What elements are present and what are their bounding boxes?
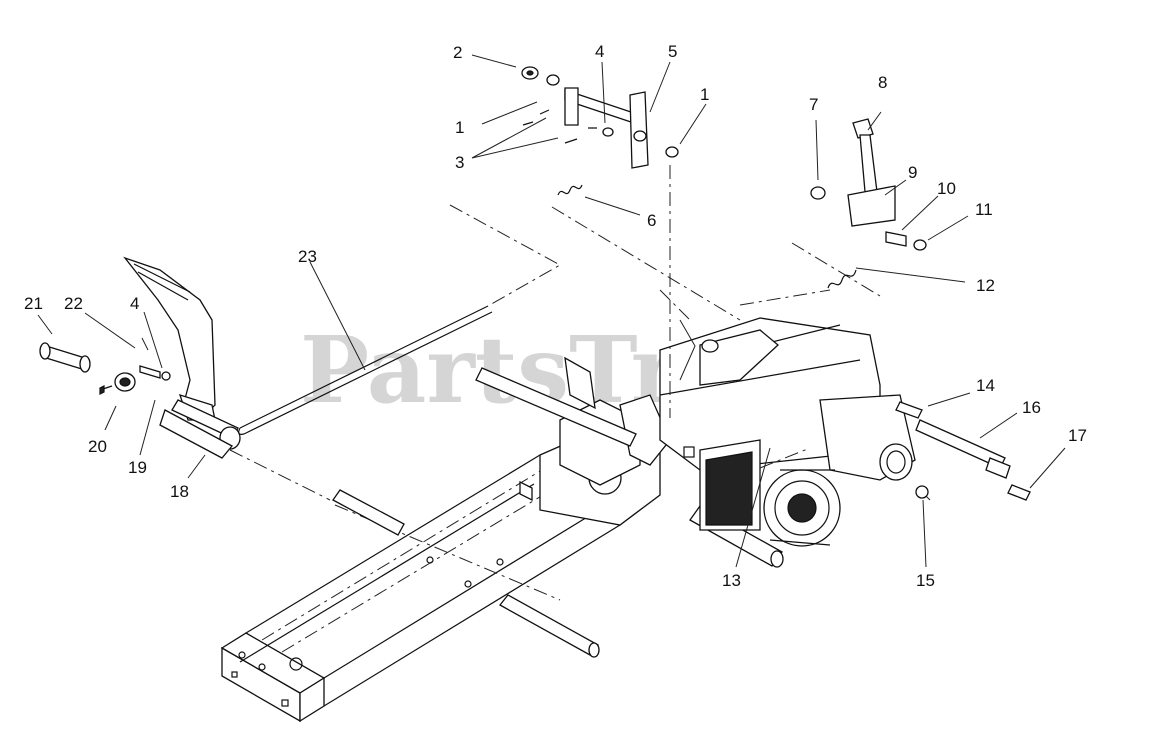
callout-3: 3 [455,153,464,172]
callout-2: 2 [453,43,462,62]
callout-22: 22 [64,294,83,313]
callout-9: 9 [908,163,917,182]
callout-19: 19 [128,458,147,477]
leader-lines [37,54,1066,568]
callout-labels: 2 1 4 5 1 7 8 9 10 11 3 6 12 23 21 22 4 … [24,42,1087,590]
callout-12: 12 [976,276,995,295]
callout-14: 14 [976,376,995,395]
callout-7: 7 [809,95,818,114]
callout-8: 8 [878,73,887,92]
callout-23: 23 [298,247,317,266]
transmission-housing [659,317,916,547]
upper-linkage [521,66,927,289]
callout-6: 6 [647,211,656,230]
callout-1-upper: 1 [455,118,464,137]
callout-21: 21 [24,294,43,313]
front-axle-stub [499,594,600,658]
callout-20: 20 [88,437,107,456]
callout-18: 18 [170,482,189,501]
frame-rails [220,454,621,723]
callout-11: 11 [975,200,993,219]
callout-10: 10 [937,179,956,198]
callout-16: 16 [1022,398,1041,417]
callout-13: 13 [722,571,741,590]
callout-5: 5 [668,42,677,61]
callout-17: 17 [1068,426,1087,445]
pedal-assembly [39,256,241,459]
assembly-guide-lines [229,165,931,501]
rear-bolt-bar [895,401,1031,501]
callout-4-upper: 4 [595,42,604,61]
callout-15: 15 [916,571,935,590]
callout-4-left: 4 [130,294,139,313]
callout-1-right: 1 [700,85,709,104]
